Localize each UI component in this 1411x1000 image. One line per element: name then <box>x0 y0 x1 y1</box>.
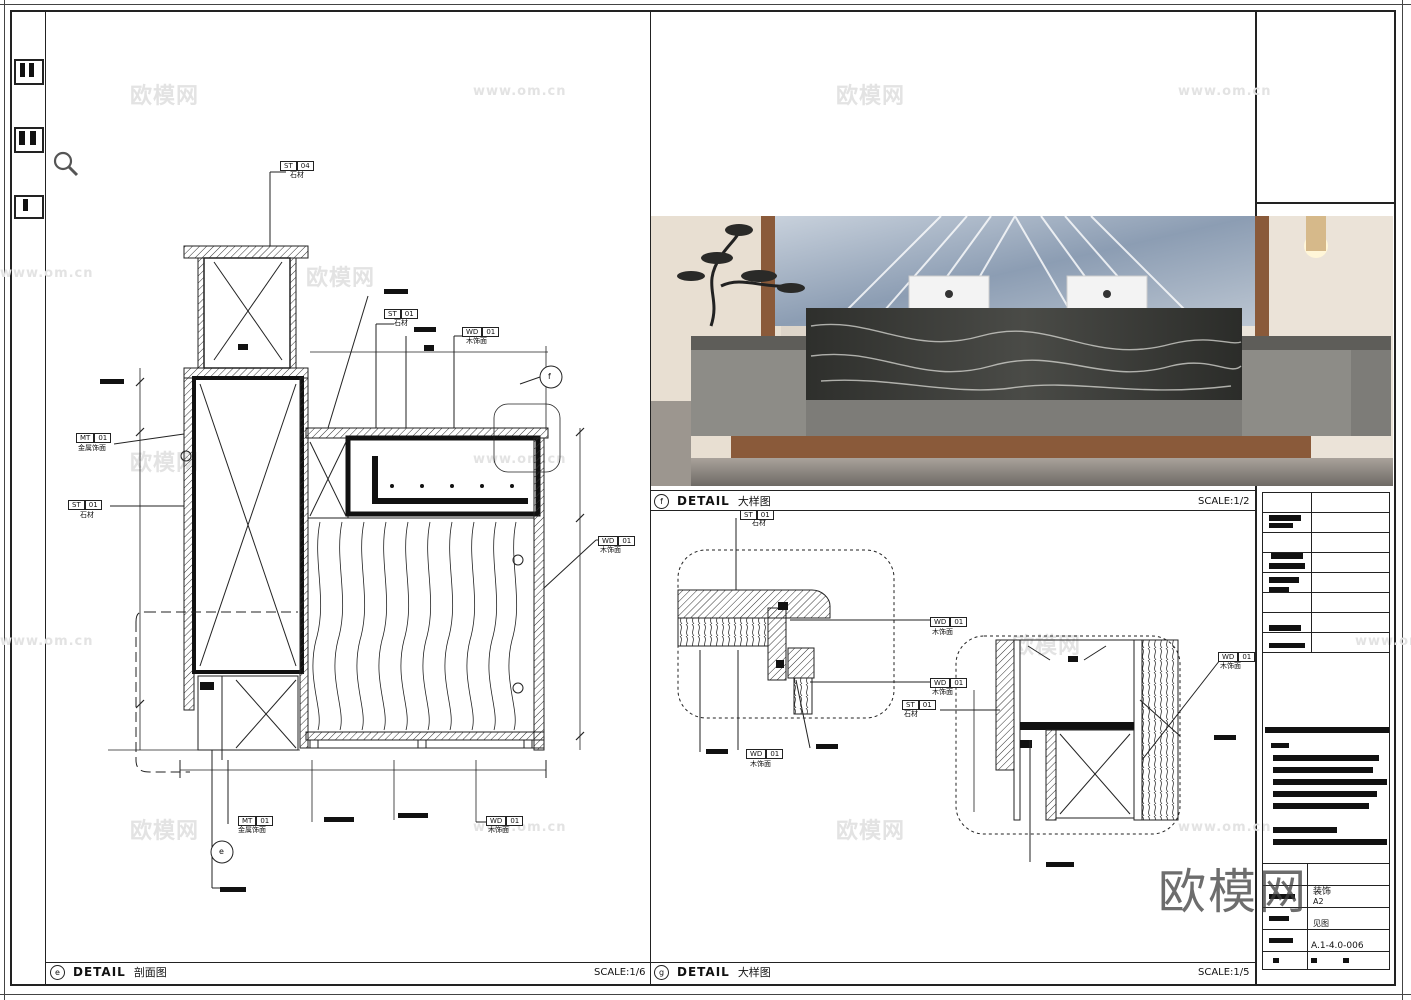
bottom-bar-line <box>46 962 1256 963</box>
trim-line-left <box>4 0 5 1000</box>
note-st01-left: 石材 <box>80 511 94 519</box>
title-block: 装饰 A2 见图 A.1-4.0-006 <box>1262 492 1390 970</box>
watermark-logo: 欧模网 <box>836 819 906 844</box>
sheet-frame <box>10 10 1396 986</box>
detail-number: f <box>654 493 669 509</box>
left-margin-strip <box>10 10 46 986</box>
callout-f-label: f <box>548 372 551 381</box>
detail-drawing <box>677 518 1236 867</box>
detail-word: DETAIL <box>73 965 126 979</box>
note-st01-top: 石材 <box>394 319 408 327</box>
scale-e: SCALE:1/6 <box>594 967 646 978</box>
watermark-logo: 欧模网 <box>306 266 376 291</box>
detail-title: 剖面图 <box>133 966 167 979</box>
drawing-number: A.1-4.0-006 <box>1311 941 1364 951</box>
trim-line-bottom <box>0 994 1411 995</box>
note-wd01-bottom: 木饰面 <box>488 826 509 834</box>
title-line1: 装饰 <box>1313 887 1332 897</box>
trim-line-right <box>1402 0 1403 1000</box>
note-wd01-right: 木饰面 <box>600 546 621 554</box>
note-wd01-g: 木饰面 <box>1220 662 1241 670</box>
watermark-logo: 欧模网 <box>130 84 200 109</box>
section-drawing <box>100 171 610 892</box>
detail-f-underline <box>650 510 1256 511</box>
watermark-url: www.om.cn <box>0 266 94 281</box>
note-wd01-top: 木饰面 <box>466 337 487 345</box>
watermark-url: www.om.cn <box>1355 634 1411 649</box>
note-st01-g: 石材 <box>904 710 918 718</box>
note-mt01-left: 金属饰面 <box>78 444 106 452</box>
watermark-logo: 欧模网 <box>836 84 906 109</box>
note-st01-f: 石材 <box>752 519 766 527</box>
note-mt01-bottom: 金属饰面 <box>238 826 266 834</box>
watermark-big-logo: 欧模网 <box>1158 864 1309 920</box>
note-wd01-f1: 木饰面 <box>932 628 953 636</box>
title-block-divider <box>1255 10 1257 986</box>
panel-divider-vertical <box>650 10 651 986</box>
watermark-url: www.om.cn <box>473 84 567 99</box>
detail-bar-g: g DETAIL 大样图 <box>654 964 771 980</box>
reception-desk-render <box>651 216 1393 486</box>
scale-g: SCALE:1/5 <box>1198 967 1250 978</box>
watermark-logo: 欧模网 <box>130 819 200 844</box>
scale-f: SCALE:1/2 <box>1198 496 1250 507</box>
note-wd01-f3: 木饰面 <box>750 760 771 768</box>
detail-number: g <box>654 964 669 980</box>
magnifier-icon[interactable] <box>52 150 80 178</box>
title-line3: 见图 <box>1313 919 1329 928</box>
binding-marks <box>14 55 44 220</box>
detail-title: 大样图 <box>737 966 771 979</box>
trim-line-top <box>0 4 1411 5</box>
title-line2: A2 <box>1313 897 1324 906</box>
watermark-url: www.om.cn <box>1178 84 1272 99</box>
detail-title: 大样图 <box>737 495 771 508</box>
detail-word: DETAIL <box>677 494 730 508</box>
watermark-url: www.om.cn <box>0 634 94 649</box>
right-top-box <box>1255 10 1396 204</box>
detail-number: e <box>50 964 65 980</box>
note-wd01-f2: 木饰面 <box>932 688 953 696</box>
note-st04: 石材 <box>290 171 304 179</box>
detail-bar-f: f DETAIL 大样图 <box>654 493 771 509</box>
right-panel-hline <box>650 490 1256 491</box>
callout-e-label: e <box>219 847 224 856</box>
watermark-url: www.om.cn <box>1178 820 1272 835</box>
detail-word: DETAIL <box>677 965 730 979</box>
watermark-logo: 欧模网 <box>1012 634 1082 659</box>
detail-bar-e: e DETAIL 剖面图 <box>50 964 167 980</box>
